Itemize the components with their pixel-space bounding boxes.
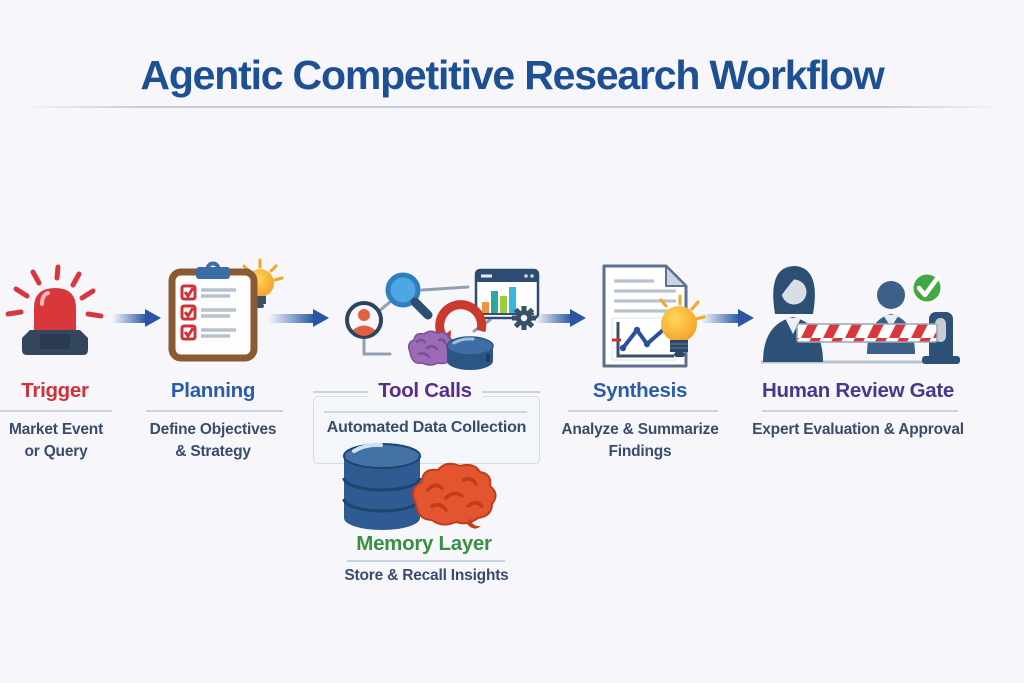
stage-description-synthesis: Analyze & Summarize Findings — [561, 421, 719, 460]
stage-description-trigger: Market Event or Query — [8, 421, 104, 460]
flow-arrow-icon — [268, 309, 329, 327]
brain-icon — [412, 462, 497, 529]
woman-reviewer-icon — [763, 266, 823, 362]
document-chart-lightbulb-icon — [602, 264, 706, 368]
flow-arrow-icon — [535, 309, 586, 327]
page-title: Agentic Competitive Research Workflow — [140, 52, 884, 98]
title-underline — [20, 106, 1004, 108]
stage-divider — [347, 560, 505, 562]
memory-layer-description: Store & Recall Insights — [344, 567, 509, 584]
stage-label-human-review-gate: Human Review Gate — [762, 379, 954, 402]
siren-alert-icon — [5, 264, 104, 355]
person-icon — [867, 281, 915, 354]
approved-check-icon — [911, 272, 943, 304]
stage-label-trigger: Trigger — [21, 379, 89, 402]
flow-arrow-icon — [701, 309, 754, 327]
gear-icon — [512, 306, 536, 330]
database-stack-icon — [342, 442, 422, 530]
flow-arrow-icon — [112, 309, 161, 327]
database-brain-icon — [342, 442, 497, 530]
memory-layer-label: Memory Layer — [356, 532, 492, 555]
lightbulb-icon — [659, 294, 706, 357]
user-profile-icon — [345, 301, 383, 339]
box-divider — [324, 411, 527, 413]
stage-divider — [568, 410, 718, 412]
document-chart-icon — [602, 264, 688, 368]
stage-divider — [0, 410, 112, 412]
barrier-bar-icon — [796, 323, 938, 343]
brain-icon — [407, 330, 457, 366]
reviewers-barrier-gate-icon — [761, 266, 960, 364]
database-icon — [446, 336, 494, 370]
stage-divider — [146, 410, 283, 412]
stage-divider — [762, 410, 958, 412]
stage-description-human-review-gate: Expert Evaluation & Approval — [752, 421, 964, 438]
magnifier-search-icon — [385, 272, 433, 320]
stage-description-tool-calls: Automated Data Collection — [326, 419, 527, 436]
stage-label-tool-calls: Tool Calls — [310, 379, 540, 403]
stage-label-synthesis: Synthesis — [592, 379, 688, 402]
stage-label-planning: Planning — [170, 379, 256, 402]
tools-cluster-icon — [345, 268, 540, 370]
stage-description-planning: Define Objectives & Strategy — [149, 421, 277, 460]
clipboard-checklist-icon — [168, 258, 284, 362]
